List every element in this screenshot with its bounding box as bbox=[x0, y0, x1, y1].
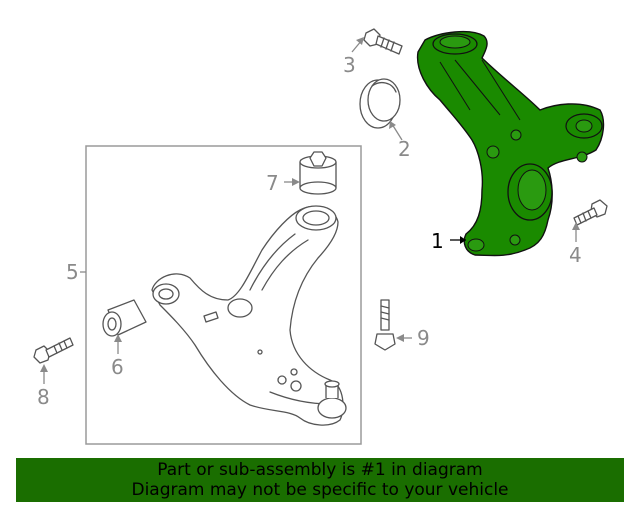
callout-2[interactable]: 2 bbox=[398, 137, 411, 161]
bolt-9[interactable] bbox=[374, 299, 396, 351]
leader-4-arrow bbox=[572, 222, 580, 230]
parts-diagram: 1 2 3 4 5 6 7 8 9 bbox=[33, 28, 608, 445]
banner-line-2: Diagram may not be specific to your vehi… bbox=[131, 480, 509, 500]
lower-control-arm[interactable] bbox=[151, 205, 344, 426]
leader-8-arrow bbox=[40, 364, 48, 372]
notice-banner: Part or sub-assembly is #1 in diagram Di… bbox=[16, 458, 624, 502]
bolt-3[interactable] bbox=[363, 28, 403, 55]
callout-9[interactable]: 9 bbox=[417, 326, 430, 350]
callout-3[interactable]: 3 bbox=[343, 53, 356, 77]
steering-knuckle[interactable] bbox=[416, 30, 605, 257]
leader-3-arrow bbox=[356, 37, 364, 45]
bolt-4[interactable] bbox=[573, 199, 608, 226]
callout-6[interactable]: 6 bbox=[111, 355, 124, 379]
seal-cap[interactable] bbox=[359, 78, 401, 129]
bushing-6[interactable] bbox=[102, 299, 147, 337]
assembly-frame bbox=[85, 145, 362, 445]
callout-8[interactable]: 8 bbox=[37, 385, 50, 409]
callout-1[interactable]: 1 bbox=[431, 229, 444, 253]
leader-1-arrow bbox=[460, 236, 466, 244]
leader-2-arrow bbox=[389, 121, 396, 129]
leader-7-arrow bbox=[292, 178, 300, 186]
banner-line-1: Part or sub-assembly is #1 in diagram bbox=[157, 460, 483, 480]
leader-6-arrow bbox=[114, 334, 122, 342]
bolt-8[interactable] bbox=[33, 337, 74, 364]
callout-7[interactable]: 7 bbox=[266, 171, 279, 195]
bushing-7[interactable] bbox=[299, 151, 337, 195]
callout-4[interactable]: 4 bbox=[569, 243, 582, 267]
ball-joint[interactable] bbox=[317, 380, 347, 419]
leader-2 bbox=[391, 123, 403, 141]
leader-9-arrow bbox=[396, 334, 404, 342]
callout-5[interactable]: 5 bbox=[66, 260, 79, 284]
